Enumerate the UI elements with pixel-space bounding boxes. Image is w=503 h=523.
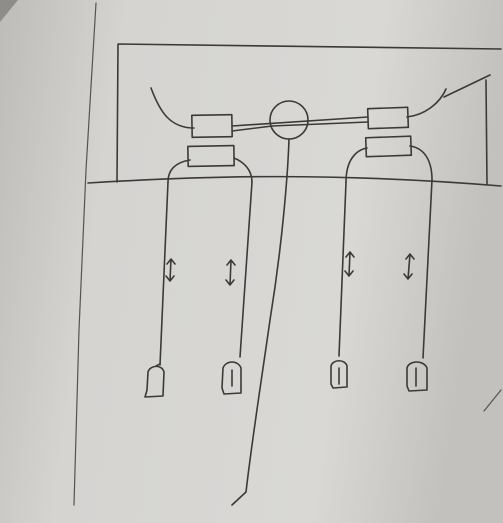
- hand-drawn-sketch: [0, 0, 503, 523]
